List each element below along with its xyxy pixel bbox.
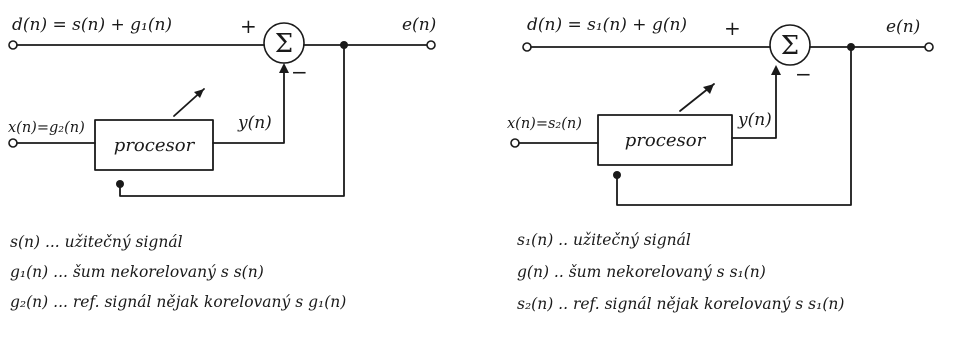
right-y-label: y(n): [737, 110, 772, 130]
right-legend-line-3: s₂(n) .. ref. signál nějak korelovaný s …: [517, 295, 844, 313]
left-output-terminal: [426, 40, 436, 50]
left-legend-line-2: g₁(n) ... šum nekorelovaný s s(n): [10, 263, 264, 281]
left-feedback-line: [119, 44, 345, 197]
right-plus-sign: +: [724, 16, 741, 40]
right-feedback-line: [616, 46, 852, 206]
right-summer: [769, 24, 811, 66]
left-output-label: e(n): [402, 15, 436, 35]
left-sum-symbol: Σ: [275, 29, 293, 59]
right-y-arrowhead: [771, 65, 781, 75]
left-ref-label: x(n)=g₂(n): [8, 120, 85, 136]
right-output-terminal: [924, 42, 934, 52]
left-ref-terminal: [8, 138, 18, 148]
left-processor-label: procesor: [114, 135, 196, 156]
right-input-label: d(n) = s₁(n) + g(n): [527, 15, 687, 35]
right-ref-label: x(n)=s₂(n): [507, 116, 582, 132]
right-minus-sign: −: [795, 62, 812, 86]
right-legend-line-1: s₁(n) .. užitečný signál: [517, 231, 691, 249]
right-processor-box: [597, 114, 733, 166]
left-minus-sign: −: [291, 60, 308, 84]
left-diagram: Σ + − procesor d(n) = s(n) + g₁(n) e(n) …: [8, 14, 436, 311]
right-legend-line-2: g(n) .. šum nekorelovaný s s₁(n): [517, 263, 766, 281]
right-adapt-arrowhead: [703, 84, 714, 94]
left-processor-box: [94, 119, 214, 171]
right-ref-terminal: [510, 138, 520, 148]
left-input-label: d(n) = s(n) + g₁(n): [12, 15, 172, 35]
left-y-line: [212, 65, 285, 144]
left-y-label: y(n): [237, 113, 272, 133]
right-sum-symbol: Σ: [781, 31, 799, 61]
right-output-label: e(n): [886, 17, 920, 37]
left-input-terminal: [8, 40, 18, 50]
right-diagram: Σ + − procesor d(n) = s₁(n) + g(n) e(n) …: [507, 15, 934, 313]
right-processor-label: procesor: [625, 130, 707, 151]
right-y-line: [731, 67, 777, 139]
left-legend-line-3: g₂(n) ... ref. signál nějak korelovaný s…: [10, 293, 346, 311]
left-adapt-arrowhead: [194, 89, 204, 98]
left-y-arrowhead: [279, 63, 289, 73]
left-plus-sign: +: [240, 14, 257, 38]
right-input-terminal: [522, 42, 532, 52]
left-legend-line-1: s(n) ... užitečný signál: [10, 233, 183, 251]
left-feedback-dot: [116, 180, 124, 188]
right-feedback-dot: [613, 171, 621, 179]
